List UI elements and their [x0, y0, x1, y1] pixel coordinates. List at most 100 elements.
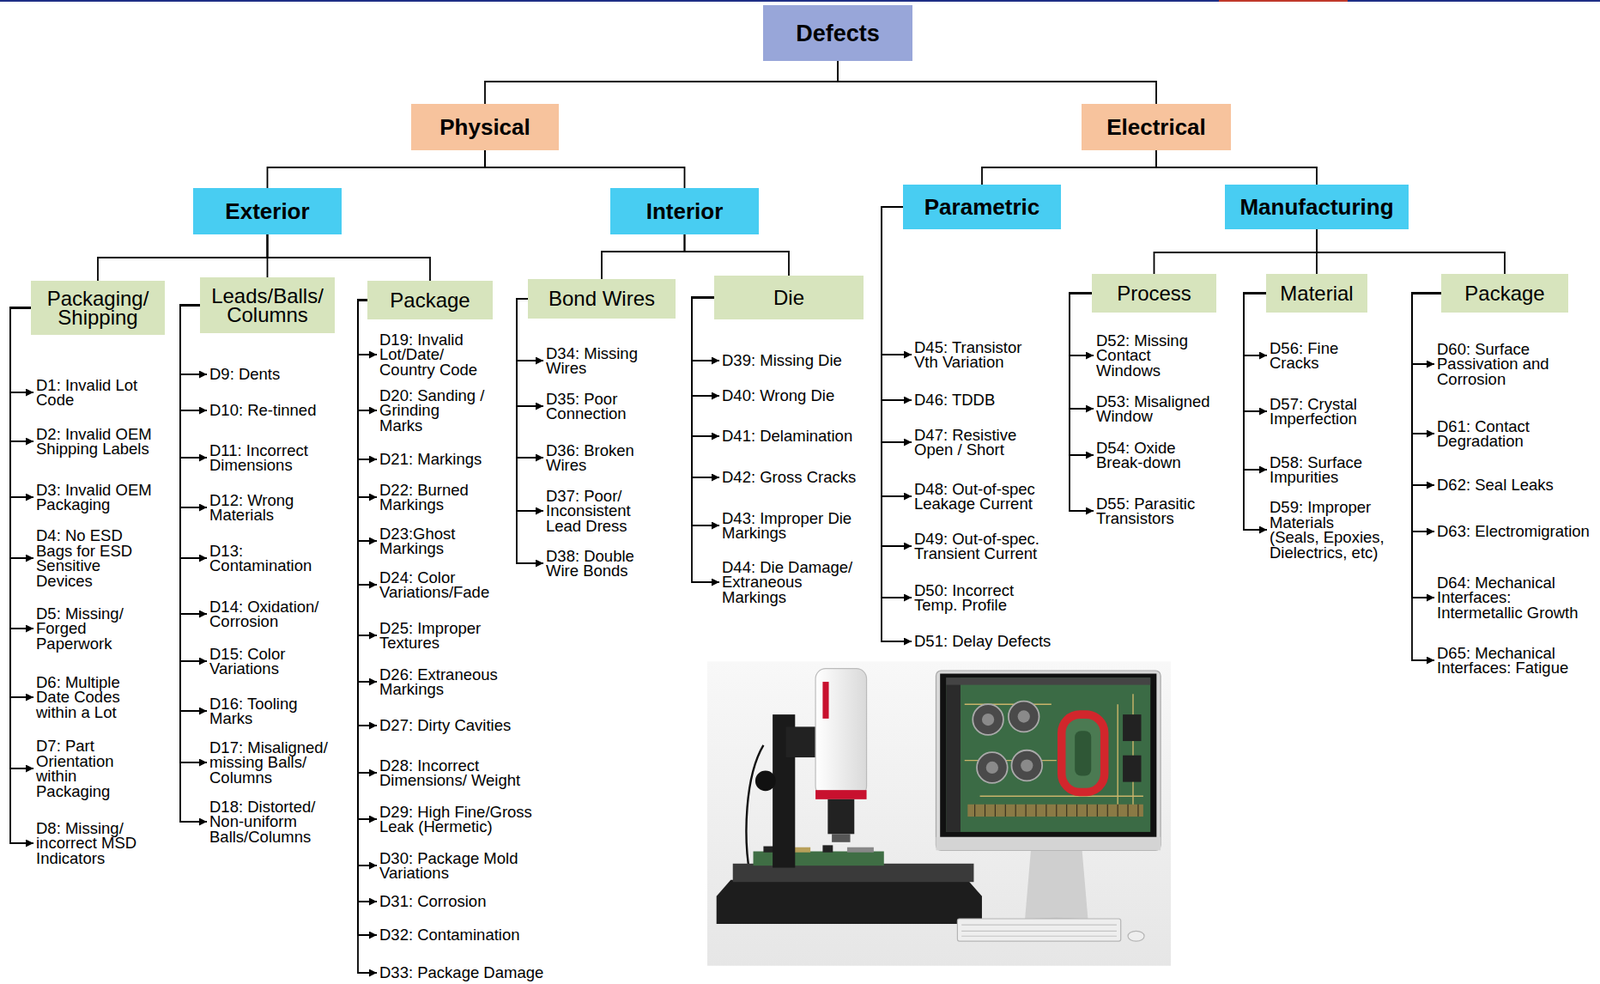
defect-label: D29: High Fine/Gross Leak (Hermetic) [379, 804, 539, 835]
defect-item: D49: Out-of-spec. Transient Current [914, 531, 1049, 562]
defect-label: D55: Parasitic Transistors [1096, 496, 1218, 527]
defect-label: D36: Broken Wires [545, 442, 655, 473]
defect-label: D1: Invalid Lot Code [36, 377, 156, 408]
defect-label: D63: Electromigration [1436, 523, 1596, 540]
defect-item: D59: Improper Materials (Seals, Epoxies,… [1269, 499, 1387, 560]
defect-label: D46: TDDB [914, 392, 1049, 408]
objective [827, 799, 855, 834]
focus-knob [755, 770, 776, 792]
defect-item: D12: Wrong Materials [209, 492, 337, 523]
bracket-arrow [180, 305, 207, 662]
bracket-arrow [180, 305, 207, 712]
bracket-arrow [881, 206, 912, 443]
capacitor-top [1018, 709, 1031, 722]
defect-label: D32: Contamination [379, 927, 529, 943]
bracket-arrow [10, 308, 34, 498]
bracket-arrow [10, 308, 34, 770]
slide-border-accent [1218, 0, 1348, 2]
monitor-bezel [939, 673, 1157, 837]
bracket-arrow [357, 300, 377, 542]
group-box: Package [1441, 273, 1569, 313]
tree-connector [981, 150, 1157, 185]
microscope-stage [733, 863, 975, 882]
defect-item: D64: Mechanical Interfaces: Intermetalli… [1436, 575, 1588, 621]
box-label: Material [1279, 283, 1353, 304]
capacitor [972, 703, 1004, 735]
defect-label: D8: Missing/ incorrect MSD Indicators [36, 820, 156, 867]
inductor [1061, 714, 1105, 792]
defect-item: D11: Incorrect Dimensions [209, 442, 337, 473]
defect-item: D52: Missing Contact Windows [1096, 333, 1218, 379]
defect-item: D47: Resistive Open / Short [914, 427, 1049, 458]
bracket-arrow [1243, 293, 1267, 357]
box-label: Die [773, 287, 805, 309]
connector-pins [975, 804, 1139, 817]
connector-row [967, 804, 1144, 817]
defect-label: D11: Incorrect Dimensions [209, 442, 337, 473]
bracket-arrow [180, 305, 207, 559]
defect-label: D14: Oxidation/ Corrosion [209, 599, 337, 630]
defect-item: D45: Transistor Vth Variation [914, 339, 1049, 370]
bracket-arrow [10, 308, 34, 394]
defect-item: D55: Parasitic Transistors [1096, 496, 1218, 527]
box-label: Manufacturing [1239, 194, 1394, 219]
defect-item: D35: Poor Connection [545, 391, 655, 422]
slide-border [0, 0, 1600, 4]
monitor-frame [935, 670, 1161, 850]
screen-board [945, 677, 1151, 832]
defect-item: D34: Missing Wires [545, 345, 655, 376]
defect-label: D42: Gross Cracks [721, 469, 868, 485]
defect-label: D57: Crystal Imperfection [1269, 396, 1387, 427]
defect-item: D13: Contamination [209, 543, 337, 574]
bracket-arrow [1243, 293, 1267, 413]
capacitor-top [1020, 758, 1033, 771]
defect-label: D35: Poor Connection [545, 391, 655, 422]
capacitor-top [986, 761, 999, 774]
defect-label: D48: Out-of-spec Leakage Current [914, 481, 1049, 512]
bracket-arrow [180, 305, 207, 615]
defect-item: D50: Incorrect Temp. Profile [914, 582, 1049, 613]
defect-item: D29: High Fine/Gross Leak (Hermetic) [379, 804, 539, 835]
defect-item: D26: Extraneous Markings [379, 666, 529, 697]
bracket-arrow [357, 300, 377, 903]
microscope-base [716, 879, 982, 924]
category-box: Electrical [1081, 103, 1231, 151]
defect-label: D3: Invalid OEM Packaging [36, 482, 156, 513]
defect-label: D45: Transistor Vth Variation [914, 339, 1049, 370]
defect-item: D63: Electromigration [1436, 523, 1596, 540]
group-box: Bond Wires [527, 278, 676, 319]
box-label: Parametric [924, 194, 1040, 219]
bracket-arrow [357, 300, 377, 586]
bracket-arrow [1412, 293, 1442, 661]
defect-item: D62: Seal Leaks [1436, 477, 1588, 493]
defect-item: D5: Missing/ Forged Paperwork [36, 606, 156, 652]
defect-label: D15: Color Variations [209, 646, 337, 677]
defect-label: D59: Improper Materials (Seals, Epoxies,… [1269, 499, 1387, 560]
capacitor [1011, 750, 1043, 782]
monitor [935, 670, 1161, 941]
defect-item: D37: Poor/ Inconsistent Lead Dress [545, 488, 655, 534]
defect-label: D31: Corrosion [379, 893, 529, 910]
defect-label: D62: Seal Leaks [1436, 477, 1588, 493]
defect-label: D50: Incorrect Temp. Profile [914, 582, 1049, 613]
defect-item: D3: Invalid OEM Packaging [36, 482, 156, 513]
defect-item: D58: Surface Impurities [1269, 454, 1387, 485]
defect-item: D16: Tooling Marks [209, 696, 337, 727]
bracket-arrow [881, 206, 912, 400]
defect-item: D15: Color Variations [209, 646, 337, 677]
group-box: Process [1091, 273, 1217, 313]
screen-chip [1122, 755, 1141, 782]
defect-item: D1: Invalid Lot Code [36, 377, 156, 408]
box-label: Physical [439, 115, 531, 140]
microscope-head [815, 668, 867, 797]
defect-label: D58: Surface Impurities [1269, 454, 1387, 485]
box-label: Electrical [1106, 115, 1207, 140]
defect-label: D24: Color Variations/Fade [379, 569, 529, 600]
bracket-arrow [516, 298, 544, 564]
box-label: Leads/Balls/ Columns [206, 286, 328, 325]
bracket-arrow [10, 308, 34, 844]
box-label: Packaging/ Shipping [37, 289, 158, 328]
defect-label: D40: Wrong Die [721, 387, 868, 404]
microscope-photo [707, 660, 1171, 966]
